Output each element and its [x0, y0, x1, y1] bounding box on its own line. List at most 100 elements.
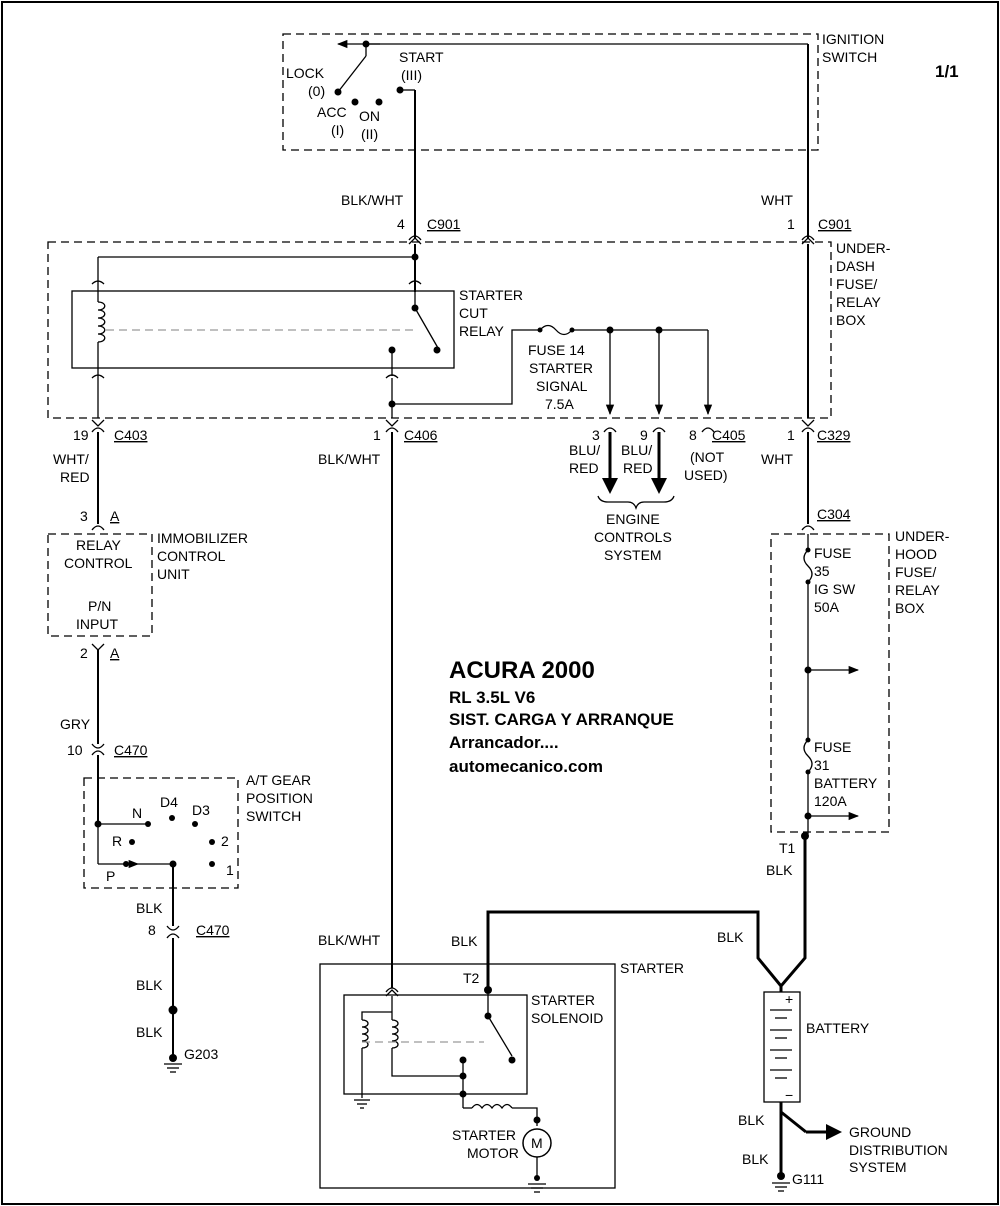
- page-number: 1/1: [935, 62, 959, 81]
- svg-text:RELAY: RELAY: [76, 537, 122, 553]
- svg-text:SWITCH: SWITCH: [246, 808, 301, 824]
- svg-text:BLU/: BLU/: [569, 442, 600, 458]
- svg-text:C406: C406: [404, 427, 438, 443]
- svg-text:HOOD: HOOD: [895, 546, 937, 562]
- svg-text:STARTER: STARTER: [459, 287, 523, 303]
- svg-text:3: 3: [80, 508, 88, 524]
- svg-text:31: 31: [814, 757, 830, 773]
- svg-text:BLU/: BLU/: [621, 442, 652, 458]
- svg-text:A: A: [110, 508, 120, 524]
- svg-text:4: 4: [397, 216, 405, 232]
- svg-text:FUSE/: FUSE/: [836, 276, 877, 292]
- wire-label-blk-wht-3: BLK/WHT: [318, 932, 381, 948]
- svg-text:DASH: DASH: [836, 258, 875, 274]
- svg-text:FUSE: FUSE: [814, 739, 851, 755]
- svg-text:MOTOR: MOTOR: [467, 1145, 519, 1161]
- on-position: (II): [361, 126, 378, 142]
- svg-text:RELAY: RELAY: [836, 294, 882, 310]
- svg-text:P: P: [106, 868, 115, 884]
- svg-text:RED: RED: [569, 460, 599, 476]
- ground-distribution-2: DISTRIBUTION: [849, 1142, 948, 1158]
- connector-c406: 1 C406: [373, 419, 438, 443]
- svg-text:RELAY: RELAY: [459, 323, 505, 339]
- acc-position: (I): [331, 122, 344, 138]
- start-position: (III): [401, 67, 422, 83]
- title-model: RL 3.5L V6: [449, 688, 535, 707]
- svg-text:BATTERY: BATTERY: [814, 775, 878, 791]
- svg-text:8: 8: [148, 922, 156, 938]
- svg-text:SOLENOID: SOLENOID: [531, 1010, 603, 1026]
- svg-text:INPUT: INPUT: [76, 616, 118, 632]
- svg-text:C470: C470: [196, 922, 230, 938]
- svg-text:A: A: [110, 645, 120, 661]
- wire-label-blk-8: BLK: [742, 1151, 769, 1167]
- wire-label-blk-5: BLK: [451, 933, 478, 949]
- svg-text:BOX: BOX: [836, 312, 866, 328]
- svg-text:D3: D3: [192, 802, 210, 818]
- terminal-t1-label: T1: [779, 840, 796, 856]
- svg-text:P/N: P/N: [88, 598, 111, 614]
- svg-text:CONTROLS: CONTROLS: [594, 529, 672, 545]
- wire-label-blk-6: BLK: [717, 929, 744, 945]
- connector-c901-b: 1 C901: [787, 216, 852, 245]
- connector-c901-a: 4 C901: [397, 216, 461, 245]
- starter-cut-relay: STARTER CUT RELAY: [71, 244, 523, 379]
- wire-label-wht-1: WHT: [761, 192, 793, 208]
- ground-g111: G111: [772, 1171, 824, 1192]
- lock-label: LOCK: [286, 65, 325, 81]
- svg-text:RED: RED: [623, 460, 653, 476]
- svg-text:BOX: BOX: [895, 600, 925, 616]
- svg-text:G203: G203: [184, 1046, 218, 1062]
- under-dash-fuse-relay-box: UNDER- DASH FUSE/ RELAY BOX: [47, 240, 891, 419]
- svg-text:1: 1: [787, 216, 795, 232]
- svg-text:C403: C403: [114, 427, 148, 443]
- wire-ground-distribution: [780, 1110, 807, 1134]
- svg-text:ENGINE: ENGINE: [606, 511, 660, 527]
- svg-text:POSITION: POSITION: [246, 790, 313, 806]
- ground-distribution-3: SYSTEM: [849, 1159, 907, 1175]
- svg-text:STARTER: STARTER: [531, 992, 595, 1008]
- svg-text:STARTER: STARTER: [529, 360, 593, 376]
- svg-text:2: 2: [221, 833, 229, 849]
- svg-text:1: 1: [226, 862, 234, 878]
- engine-controls-feed: BLU/ RED BLU/ RED (NOT USED) ENGINE CONT…: [569, 432, 728, 563]
- connector-c470-b: 8 C470: [148, 922, 230, 939]
- svg-text:+: +: [785, 991, 793, 1007]
- svg-text:D4: D4: [160, 794, 178, 810]
- svg-text:SIGNAL: SIGNAL: [536, 378, 588, 394]
- wire-label-wht-red-2: RED: [60, 469, 90, 485]
- svg-text:CUT: CUT: [459, 305, 488, 321]
- fuse-14-starter-signal: FUSE 14 STARTER SIGNAL 7.5A: [388, 324, 713, 416]
- svg-text:50A: 50A: [814, 599, 840, 615]
- wire-label-blk-wht-1: BLK/WHT: [341, 192, 404, 208]
- on-label: ON: [359, 108, 380, 124]
- ground-distribution-1: GROUND: [849, 1124, 911, 1140]
- svg-text:C304: C304: [817, 506, 851, 522]
- svg-text:120A: 120A: [814, 793, 847, 809]
- svg-text:(NOT: (NOT: [690, 449, 725, 465]
- ignition-switch-title-2: SWITCH: [822, 49, 877, 65]
- svg-text:BATTERY: BATTERY: [806, 1020, 870, 1036]
- title-system: SIST. CARGA Y ARRANQUE: [449, 710, 674, 729]
- wire-t1-to-battery: [779, 836, 807, 987]
- wire-label-blk-4: BLK: [766, 862, 793, 878]
- svg-text:35: 35: [814, 563, 830, 579]
- svg-text:2: 2: [80, 645, 88, 661]
- svg-text:SYSTEM: SYSTEM: [604, 547, 662, 563]
- connector-c329: 1 C329: [787, 419, 851, 443]
- title-make-year: ACURA 2000: [449, 657, 595, 684]
- wire-label-wht-red-1: WHT/: [53, 451, 89, 467]
- svg-text:1: 1: [787, 427, 795, 443]
- connector-c403: 19 C403: [73, 419, 148, 443]
- title-subject: Arrancador....: [449, 733, 559, 752]
- svg-text:C470: C470: [114, 742, 148, 758]
- svg-text:IMMOBILIZER: IMMOBILIZER: [157, 530, 248, 546]
- svg-text:CONTROL: CONTROL: [157, 548, 226, 564]
- svg-text:G111: G111: [792, 1171, 824, 1187]
- at-gear-position-switch: N D4 D3 R 2 P 1 A/T GEAR POSITION SWITCH: [83, 755, 313, 889]
- arrow-ground-distribution: [826, 1124, 842, 1140]
- svg-text:IG SW: IG SW: [814, 581, 856, 597]
- svg-text:C405: C405: [712, 427, 746, 443]
